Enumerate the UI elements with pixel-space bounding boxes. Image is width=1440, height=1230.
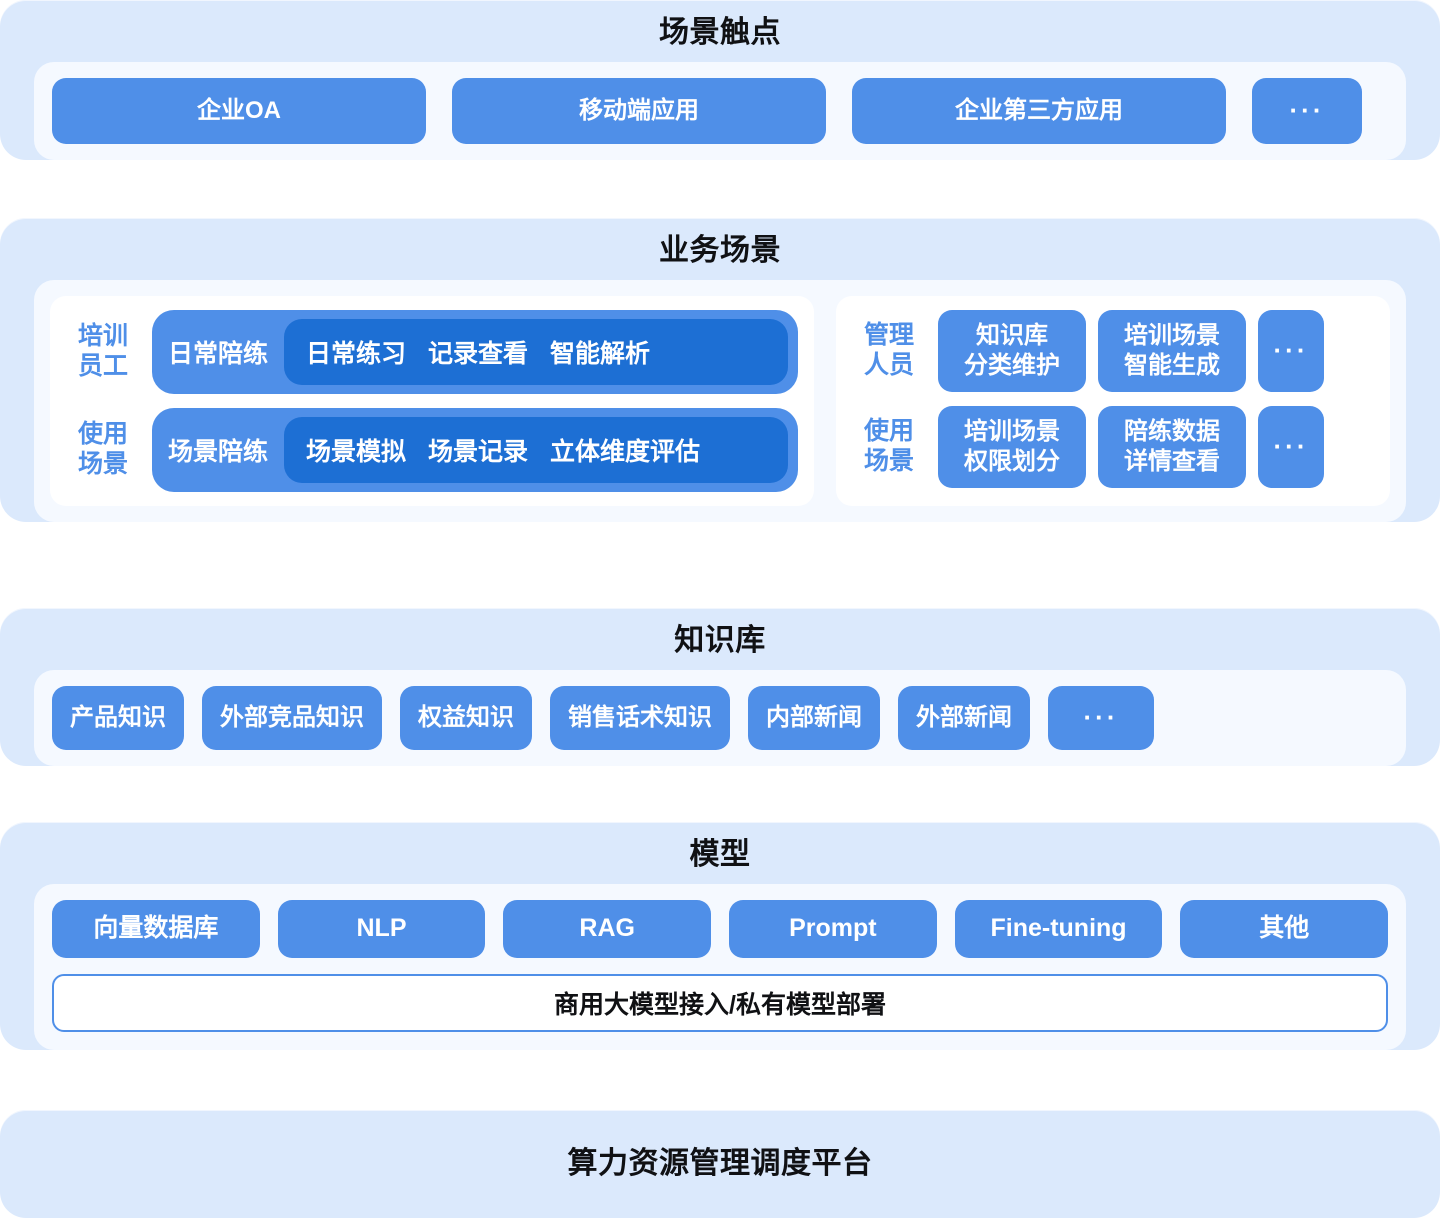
model-chip-prompt[interactable]: Prompt (729, 899, 937, 958)
pill-lead-daily-coaching: 日常陪练 (168, 339, 269, 368)
feature-smart-analysis[interactable]: 智能解析 (550, 339, 651, 368)
usage-chip-scenario-permission-line2: 权限划分 (964, 447, 1060, 475)
row-label-usage-scenario-left: 使用 场景 (77, 420, 128, 478)
feature-daily-practice[interactable]: 日常练习 (306, 339, 407, 368)
row-label-usage-scenario-right: 使用 场景 (863, 417, 914, 475)
kb-chip-sales-script[interactable]: 销售话术知识 (550, 685, 730, 750)
business-right-row-usage: 使用 场景 培训场景 权限划分 陪练数据 详情查看 ··· (852, 405, 1374, 488)
admin-chip-scenario-gen-line1: 培训场景 (1124, 322, 1220, 350)
touchpoint-chip-more[interactable]: ··· (1252, 77, 1362, 144)
kb-chip-competitor[interactable]: 外部竞品知识 (202, 685, 382, 750)
model-row: 向量数据库 NLP RAG Prompt Fine-tuning 其他 (52, 899, 1389, 958)
feature-scenario-record[interactable]: 场景记录 (428, 437, 529, 466)
model-slab: 模型 向量数据库 NLP RAG Prompt Fine-tuning 其他 商… (0, 822, 1440, 1062)
layer-gap-1 (0, 196, 1440, 218)
layer-model: 模型 向量数据库 NLP RAG Prompt Fine-tuning 其他 商… (0, 822, 1440, 1088)
admin-chip-scenario-gen-line2: 智能生成 (1124, 351, 1220, 379)
pill-lead-scenario-coaching: 场景陪练 (168, 437, 269, 466)
kb-chip-internal-news[interactable]: 内部新闻 (748, 685, 880, 750)
pill-daily-coaching[interactable]: 日常陪练 日常练习 记录查看 智能解析 (152, 309, 798, 394)
model-title: 模型 (689, 838, 751, 871)
feature-multidim-evaluation[interactable]: 立体维度评估 (550, 437, 701, 466)
usage-chip-scenario-permission-line1: 培训场景 (964, 418, 1060, 446)
admin-chip-kb-category-line1: 知识库 (976, 322, 1048, 350)
touchpoints-title: 场景触点 (659, 16, 781, 49)
layer-gap-2 (0, 586, 1440, 608)
kb-chip-more[interactable]: ··· (1048, 685, 1154, 750)
row-label-admin-staff: 管理 人员 (863, 321, 914, 379)
pill-scenario-coaching[interactable]: 场景陪练 场景模拟 场景记录 立体维度评估 (152, 407, 798, 492)
layer-touchpoints: 场景触点 企业OA 移动端应用 企业第三方应用 ··· (0, 0, 1440, 196)
business-left-row-training: 培训 员工 日常陪练 日常练习 记录查看 智能解析 (66, 309, 798, 394)
compute-title: 算力资源管理调度平台 (567, 1147, 873, 1181)
touchpoint-chip-mobile[interactable]: 移动端应用 (452, 77, 826, 144)
knowledge-title: 知识库 (674, 624, 766, 657)
compute-slab: 算力资源管理调度平台 (0, 1110, 1440, 1218)
row-label-training-employee: 培训 员工 (77, 322, 128, 380)
business-right-row-admin: 管理 人员 知识库 分类维护 培训场景 智能生成 ··· (852, 309, 1374, 392)
touchpoints-slab: 场景触点 企业OA 移动端应用 企业第三方应用 ··· (0, 0, 1440, 172)
touchpoint-chip-oa[interactable]: 企业OA (52, 77, 426, 144)
model-chip-vector-db[interactable]: 向量数据库 (52, 899, 260, 958)
layer-compute-platform: 算力资源管理调度平台 (0, 1110, 1440, 1218)
model-chip-rag[interactable]: RAG (503, 899, 712, 958)
usage-chip-coaching-detail[interactable]: 陪练数据 详情查看 (1098, 405, 1246, 488)
admin-chip-more[interactable]: ··· (1258, 309, 1324, 392)
model-chip-fine-tuning[interactable]: Fine-tuning (954, 899, 1163, 958)
admin-chip-kb-category[interactable]: 知识库 分类维护 (938, 309, 1086, 392)
kb-chip-product[interactable]: 产品知识 (52, 685, 184, 750)
touchpoints-panel: 企业OA 移动端应用 企业第三方应用 ··· (34, 61, 1406, 160)
knowledge-slab: 知识库 产品知识 外部竞品知识 权益知识 销售话术知识 内部新闻 外部新闻 ··… (0, 608, 1440, 778)
usage-chip-coaching-detail-line1: 陪练数据 (1124, 418, 1220, 446)
knowledge-panel: 产品知识 外部竞品知识 权益知识 销售话术知识 内部新闻 外部新闻 ··· (34, 669, 1406, 766)
touchpoints-row: 企业OA 移动端应用 企业第三方应用 ··· (52, 77, 1388, 144)
layer-knowledge-base: 知识库 产品知识 外部竞品知识 权益知识 销售话术知识 内部新闻 外部新闻 ··… (0, 608, 1440, 800)
pill-inner-daily-features: 日常练习 记录查看 智能解析 (284, 318, 788, 385)
model-chip-other[interactable]: 其他 (1180, 899, 1389, 958)
business-grid: 培训 员工 日常陪练 日常练习 记录查看 智能解析 (50, 295, 1390, 506)
business-panel: 培训 员工 日常陪练 日常练习 记录查看 智能解析 (34, 279, 1406, 522)
usage-chip-scenario-permission[interactable]: 培训场景 权限划分 (938, 405, 1086, 488)
business-left-card: 培训 员工 日常陪练 日常练习 记录查看 智能解析 (50, 295, 814, 506)
usage-chip-more[interactable]: ··· (1258, 405, 1324, 488)
knowledge-row: 产品知识 外部竞品知识 权益知识 销售话术知识 内部新闻 外部新闻 ··· (52, 685, 1388, 750)
feature-record-view[interactable]: 记录查看 (428, 339, 529, 368)
business-title: 业务场景 (659, 234, 781, 267)
admin-chip-kb-category-line2: 分类维护 (964, 351, 1060, 379)
layer-gap-4 (0, 1088, 1440, 1110)
kb-chip-benefits[interactable]: 权益知识 (400, 685, 532, 750)
admin-chip-scenario-gen[interactable]: 培训场景 智能生成 (1098, 309, 1246, 392)
model-chip-nlp[interactable]: NLP (277, 899, 486, 958)
business-slab: 业务场景 培训 员工 日常陪练 日常练习 记录查看 智能解析 (0, 218, 1440, 534)
touchpoint-chip-thirdparty[interactable]: 企业第三方应用 (852, 77, 1226, 144)
model-panel: 向量数据库 NLP RAG Prompt Fine-tuning 其他 商用大模… (34, 883, 1406, 1050)
business-left-row-usage: 使用 场景 场景陪练 场景模拟 场景记录 立体维度评估 (66, 407, 798, 492)
usage-chip-coaching-detail-line2: 详情查看 (1124, 447, 1220, 475)
layer-gap-3 (0, 800, 1440, 822)
pill-inner-scenario-features: 场景模拟 场景记录 立体维度评估 (284, 416, 788, 483)
business-right-card: 管理 人员 知识库 分类维护 培训场景 智能生成 ··· (836, 295, 1390, 506)
model-deploy-bar[interactable]: 商用大模型接入/私有模型部署 (52, 973, 1388, 1032)
kb-chip-external-news[interactable]: 外部新闻 (898, 685, 1030, 750)
feature-scenario-simulation[interactable]: 场景模拟 (306, 437, 407, 466)
layer-business-scenarios: 业务场景 培训 员工 日常陪练 日常练习 记录查看 智能解析 (0, 218, 1440, 586)
